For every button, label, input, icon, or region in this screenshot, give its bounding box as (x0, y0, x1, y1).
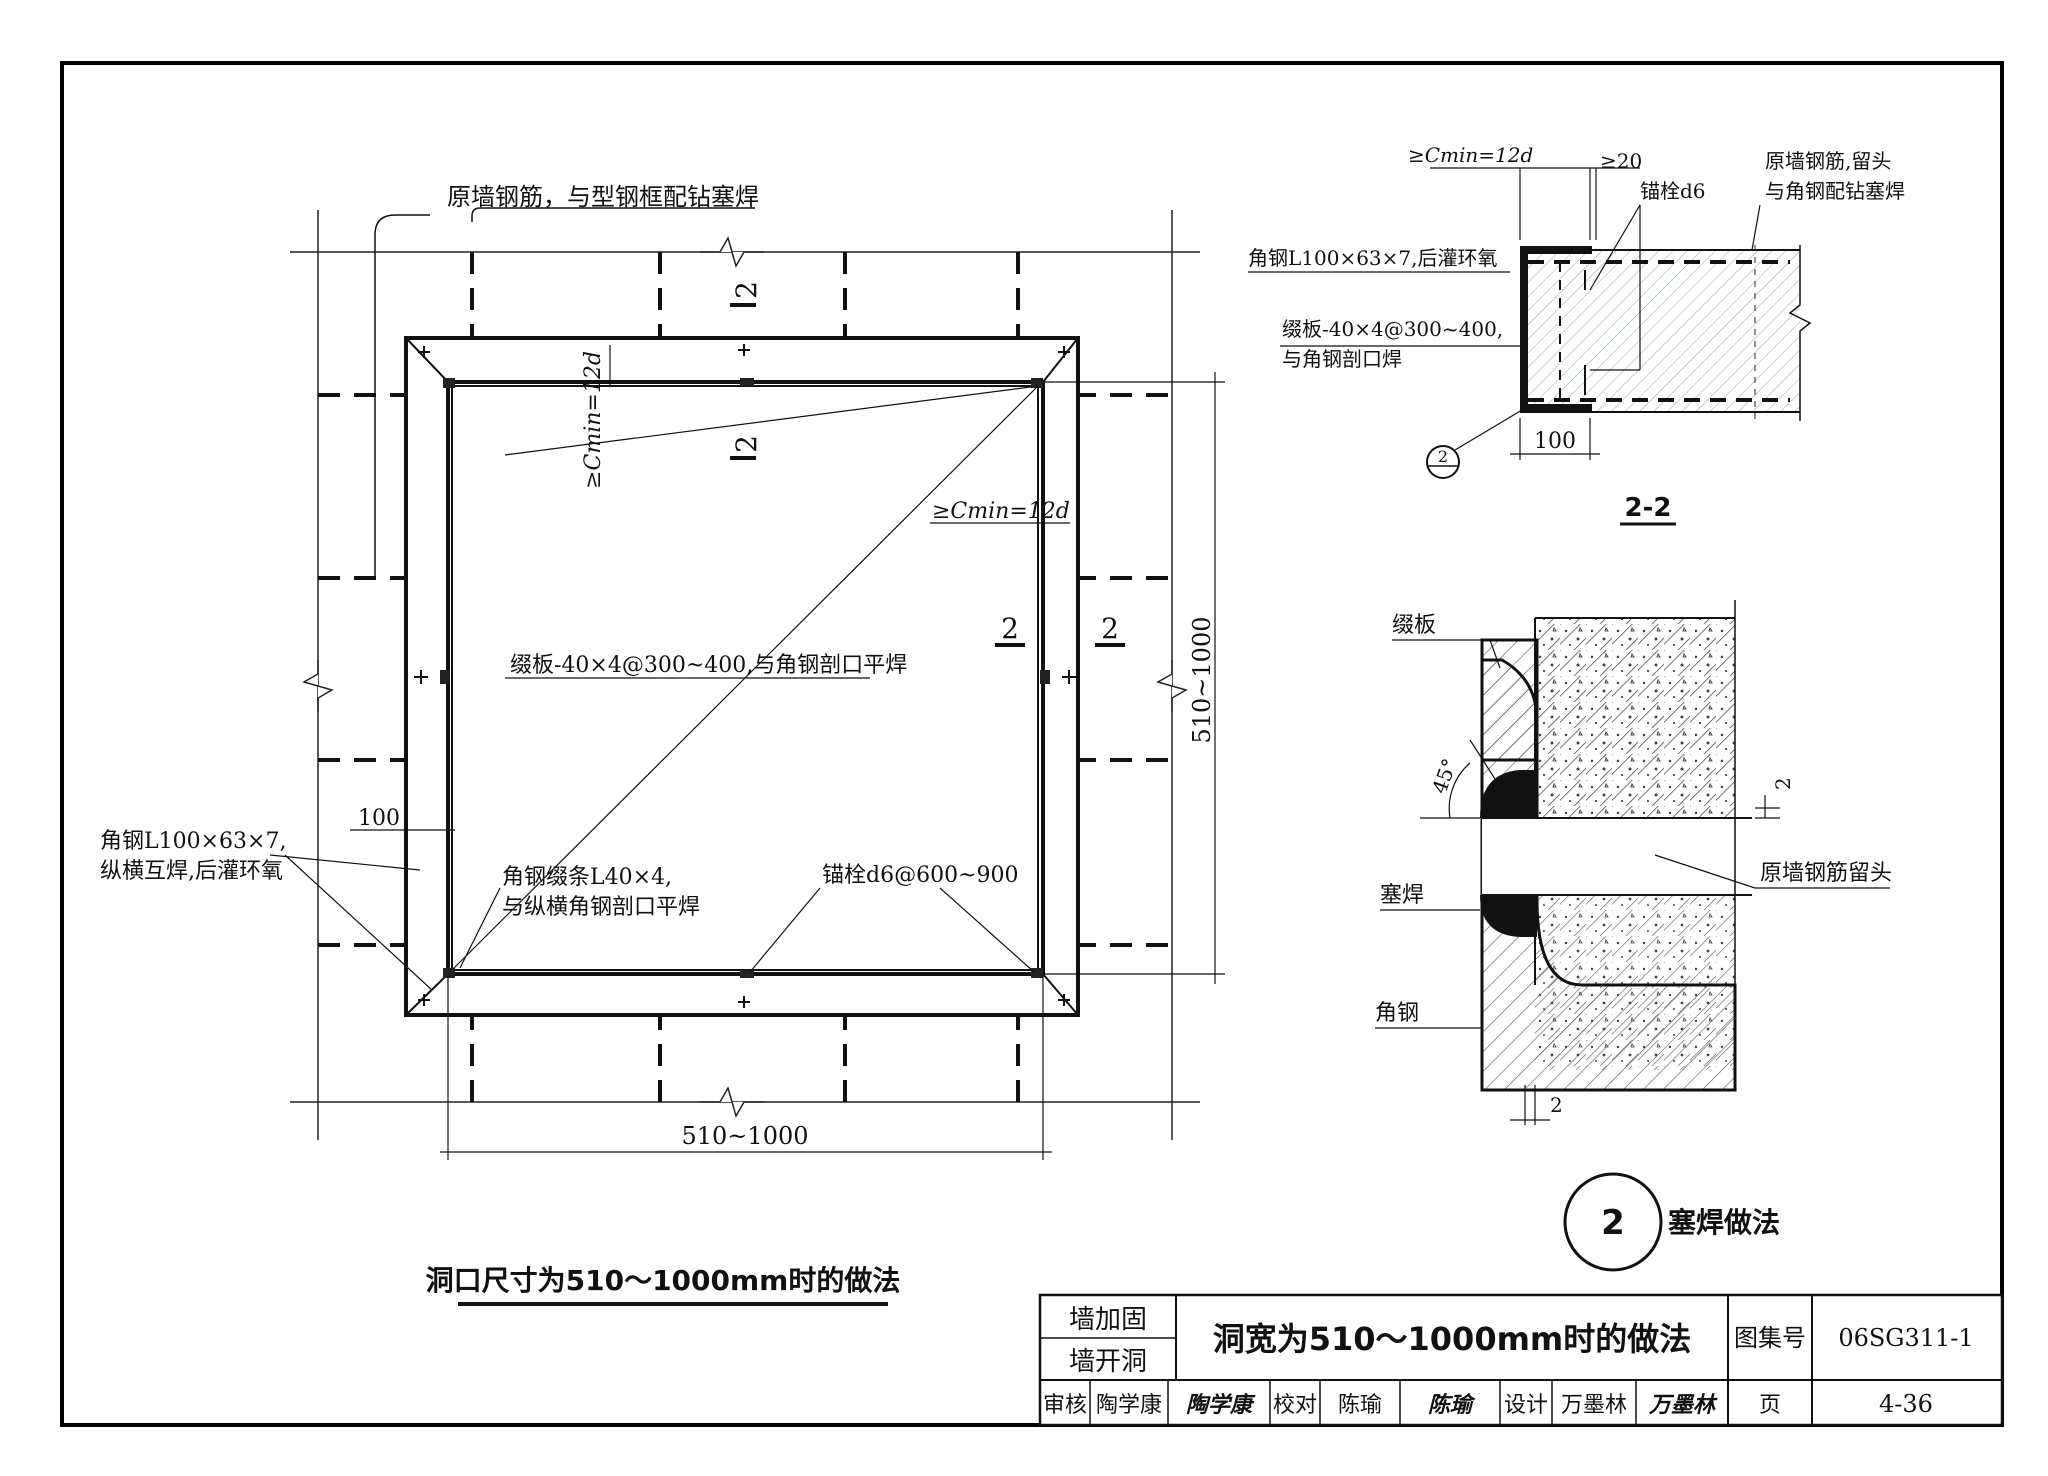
tb-reviewer-sign: 陶学康 (1186, 1392, 1256, 1418)
dim-width: 510~1000 (682, 1122, 809, 1150)
s22-label-rebar-line1: 原墙钢筋,留头 (1765, 149, 1891, 173)
tb-atlas-number: 06SG311-1 (1838, 1324, 1973, 1352)
title-block: 墙加固 墙开洞 洞宽为510～1000mm时的做法 图集号 06SG311-1 … (1038, 1293, 2004, 1427)
s22-label-anchor: 锚栓d6 (1640, 179, 1706, 203)
s22-label-batten-line1: 缀板-40×4@300~400, (1282, 317, 1503, 341)
tb-checker-sign: 陈瑜 (1428, 1392, 1476, 1418)
section-mark-top: 2 (730, 281, 763, 299)
tb-page-number: 4-36 (1879, 1390, 1933, 1418)
label-anchor: 锚栓d6@600~900 (822, 863, 1019, 888)
label-angle-steel-line2: 纵横互焊,后灌环氧 (100, 859, 283, 884)
plug-weld-bottom (1480, 895, 1537, 937)
s22-label-cmin: ≥Cmin=12d (1408, 143, 1533, 167)
tb-atlas-label: 图集号 (1734, 1324, 1806, 1352)
main-caption: 洞口尺寸为510～1000mm时的做法 (426, 1264, 901, 1297)
section-mark-top-lower: 2 (730, 435, 763, 453)
d2-label-batten: 缀板 (1392, 613, 1436, 638)
s22-label-batten-line2: 与角钢剖口焊 (1282, 347, 1402, 371)
d2-dim-2b: 2 (1550, 1093, 1563, 1117)
s22-label-angle: 角钢L100×63×7,后灌环氧 (1248, 246, 1498, 270)
label-top-rebar: 原墙钢筋，与型钢框配钻塞焊 (447, 183, 759, 211)
tb-page-label: 页 (1759, 1393, 1781, 1418)
tb-review-label: 审核 (1043, 1393, 1087, 1418)
angle-section (1480, 638, 1737, 1092)
tb-reviewer: 陶学康 (1096, 1393, 1162, 1418)
angle-profile (1520, 246, 1592, 412)
d2-label-plug-weld: 塞焊 (1380, 883, 1424, 908)
detail-plug-weld: 45° 缀板 塞焊 角钢 原墙钢筋留头 2 2 2 塞焊做法 (1375, 600, 1892, 1272)
batten-plate (1480, 658, 1539, 762)
label-angle-steel-line1: 角钢L100×63×7, (100, 829, 286, 854)
d2-label-45: 45° (1427, 755, 1462, 797)
label-batten-angle-line2: 与纵横角钢剖口平焊 (502, 895, 700, 920)
d2-label-rebar-stub: 原墙钢筋留头 (1760, 861, 1892, 886)
tb-category-line2: 墙开洞 (1069, 1347, 1147, 1377)
label-cmin-vertical: ≥Cmin=12d (581, 351, 606, 489)
d2-dim-2a: 2 (1771, 777, 1795, 790)
d2-title: 塞焊做法 (1668, 1206, 1780, 1239)
s22-label-100: 100 (1534, 429, 1576, 454)
tb-designer-sign: 万墨林 (1648, 1392, 1718, 1418)
break-mark-left (302, 660, 334, 712)
s22-detail-ref: 2 (1438, 447, 1448, 466)
tb-check-label: 校对 (1273, 1393, 1317, 1418)
d2-number-circle (1563, 1172, 1663, 1272)
label-dim-100: 100 (358, 806, 400, 831)
s22-detail-ref-circle (1426, 445, 1460, 479)
dim-height: 510~1000 (1188, 617, 1216, 744)
main-opening-drawing: 2 2 2 2 原墙钢筋，与型钢框配钻塞焊 ≥Cmin=12d ≥Cmin=12… (100, 183, 1225, 1306)
section-mark-left: 2 (1001, 612, 1019, 645)
tb-title: 洞宽为510～1000mm时的做法 (1213, 1320, 1692, 1358)
break-mark-bottom (700, 1086, 764, 1118)
section-2-2: ≥Cmin=12d ≥20 锚栓d6 原墙钢筋,留头 与角钢配钻塞焊 角钢L10… (1248, 143, 1905, 526)
section-mark-right: 2 (1101, 612, 1119, 645)
d2-label-angle: 角钢 (1375, 1001, 1419, 1026)
break-mark-right (1156, 660, 1188, 712)
s22-label-rebar-line2: 与角钢配钻塞焊 (1765, 179, 1905, 203)
tb-checker: 陈瑜 (1338, 1393, 1382, 1418)
tb-designer: 万墨林 (1561, 1393, 1627, 1418)
tb-design-label: 设计 (1504, 1393, 1548, 1418)
label-batten-angle-line1: 角钢缀条L40×4, (502, 865, 672, 890)
label-cmin-right: ≥Cmin=12d (932, 499, 1070, 524)
s22-label-ge20: ≥20 (1600, 149, 1642, 173)
break-mark-top (700, 236, 764, 268)
s22-title: 2-2 (1625, 493, 1672, 523)
sheet-border (60, 61, 2004, 1427)
label-batten-plate: 缀板-40×4@300~400,与角钢剖口平焊 (510, 653, 907, 678)
d2-circle-number: 2 (1601, 1203, 1625, 1243)
tb-category-line1: 墙加固 (1069, 1305, 1147, 1335)
plug-weld-top (1480, 770, 1537, 818)
